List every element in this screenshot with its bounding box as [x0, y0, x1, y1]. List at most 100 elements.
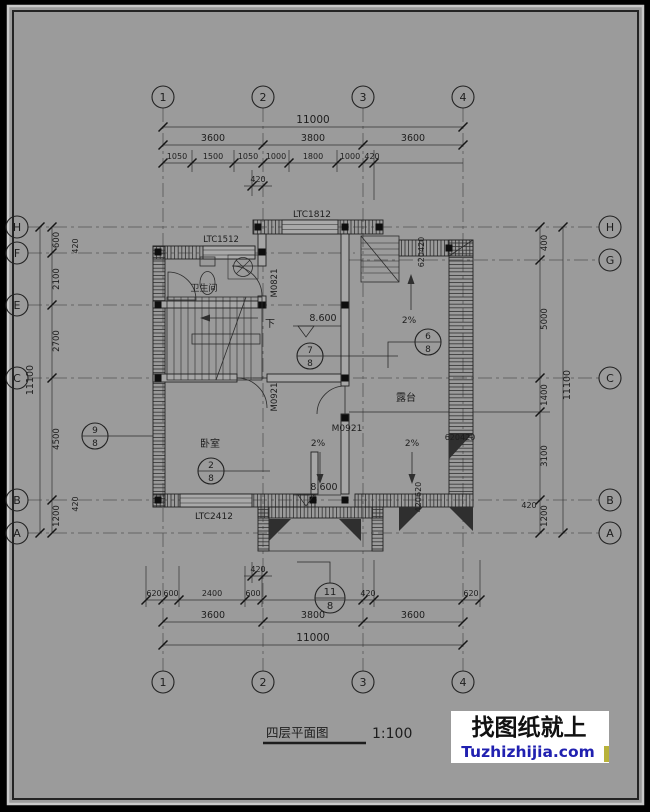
toilet-tank [199, 256, 216, 267]
svg-text:2: 2 [208, 461, 214, 471]
slope-label: 2% [402, 316, 417, 326]
grid-label: 2 [260, 676, 267, 689]
svg-text:8: 8 [92, 439, 98, 449]
detail-circle-hall: 7 8 [296, 342, 398, 370]
dim-text: 400 [540, 235, 550, 251]
svg-text:6: 6 [425, 332, 431, 342]
grid-bubbles-bottom: 1 2 3 4 [151, 670, 475, 694]
grid-bubbles-right: H G C B A [598, 215, 622, 545]
door-label-terrace: M0921 [332, 424, 363, 434]
watermark-accent [604, 746, 609, 762]
dim-text: 5000 [540, 308, 550, 330]
level-value: 8.600 [309, 313, 336, 324]
svg-text:9: 9 [92, 426, 98, 436]
window-label-bath: LTC1512 [203, 235, 239, 245]
drawing-title: 四层平面图 [266, 725, 329, 740]
dim-text: 2700 [52, 330, 62, 352]
dim-text: 2100 [52, 268, 62, 290]
grid-label: H [606, 221, 614, 234]
dim-text: 3800 [301, 133, 325, 144]
sink-counter [227, 254, 259, 280]
grid-label: G [606, 254, 615, 267]
dim-text: 1400 [540, 384, 550, 406]
grid-bubbles-left: H F E C B A [5, 215, 29, 545]
grid-label: 4 [460, 676, 467, 689]
sink-basin [233, 257, 253, 277]
title-block: 四层平面图 1:100 [263, 725, 412, 745]
window-bed-symbol [179, 493, 253, 508]
terrace-corner-stair [360, 235, 400, 283]
toilet-bowl [199, 271, 216, 295]
window-label-top: LTC1812 [293, 210, 331, 220]
dim-text: 600 [245, 589, 260, 598]
room-label-bedroom: 卧室 [200, 437, 220, 450]
grid-bubbles-top: 1 2 3 4 [151, 85, 475, 109]
dim-text: 420 [71, 496, 80, 511]
level-value: 8.600 [310, 482, 337, 493]
svg-text:8: 8 [307, 359, 313, 369]
dim-text: 420 [364, 152, 379, 161]
svg-text:11: 11 [324, 587, 337, 598]
grid-label: E [14, 299, 21, 312]
grid-label: C [13, 372, 21, 385]
dim-text: 1200 [52, 505, 62, 527]
dim-text: 1050 [238, 152, 258, 161]
dim-text: 1050 [167, 152, 187, 161]
dim-text: 620 [146, 589, 161, 598]
dim-text: 3600 [401, 610, 425, 621]
slope-label: 2% [405, 439, 420, 449]
dims-right: 11100 400 5000 1400 3100 1200 420 [521, 235, 573, 527]
dim-text: 1000 [266, 152, 286, 161]
room-label-terrace: 露台 [396, 391, 416, 404]
dim-text: 3600 [201, 610, 225, 621]
window-label-bed: LTC2412 [195, 512, 233, 522]
dim-text: 11100 [25, 365, 36, 395]
svg-text:8: 8 [425, 345, 431, 355]
staircase [166, 296, 263, 381]
watermark: 找图纸就上 Tuzhizhijia.com [451, 711, 609, 763]
dim-text: 1500 [203, 152, 223, 161]
dims-left: 11100 600 2100 2700 4500 1200 420 420 [25, 232, 80, 527]
watermark-background [451, 711, 609, 763]
bottom-canopy [257, 433, 473, 552]
dim-inner-terrace-h: 620420 [445, 433, 476, 442]
dim-text: 2400 [202, 589, 222, 598]
drawing-scale: 1:100 [372, 726, 412, 742]
dims-top: 11000 3600 3800 3600 1050 1500 1050 1000… [167, 114, 425, 184]
grid-label: B [606, 494, 614, 507]
svg-text:8: 8 [208, 474, 214, 484]
door-terrace-arc [316, 385, 346, 415]
dim-text: 600 [52, 232, 62, 248]
svg-text:7: 7 [307, 346, 313, 356]
grid-label: 1 [160, 676, 167, 689]
dim-text: 3600 [401, 133, 425, 144]
grid-label: B [13, 494, 21, 507]
door-bath-arc [231, 265, 263, 297]
dims-bottom: 11000 3600 3800 3600 620 600 2400 600 42… [146, 565, 478, 644]
dim-inner-terrace-v: 420620 [414, 482, 423, 513]
dim-text: 1000 [340, 152, 360, 161]
grid-label: C [606, 372, 614, 385]
dim-text: 420 [71, 238, 80, 253]
detail-circle-terrace: 6 8 [387, 328, 442, 368]
grid-label: A [13, 527, 21, 540]
dim-text: 600 [163, 589, 178, 598]
shower-base [167, 271, 197, 301]
grid-label: 2 [260, 91, 267, 104]
grid-label: F [14, 247, 20, 260]
slope-label: 2% [311, 439, 326, 449]
detail-circle-bedroom: 2 8 [197, 457, 270, 485]
dim-text: 620 [463, 589, 478, 598]
dim-text: 420 [360, 589, 375, 598]
bathroom-fixtures [167, 254, 259, 301]
grid-label: H [13, 221, 21, 234]
dim-text: 3600 [201, 133, 225, 144]
door-label-bed: M0921 [270, 383, 280, 412]
dim-text: 420 [250, 565, 265, 574]
detail-circle-bottom: 11 8 [297, 561, 346, 614]
dim-text: 1200 [540, 505, 550, 527]
dim-inner-top: 620420 [417, 237, 426, 268]
stair-down-label: 下 [265, 319, 275, 330]
